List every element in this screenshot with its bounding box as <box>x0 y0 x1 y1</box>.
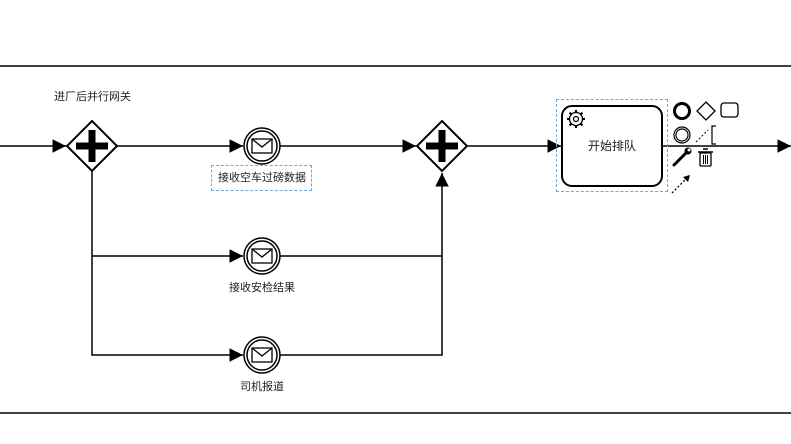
event-driver-report[interactable] <box>243 336 281 374</box>
selection-outline-event-label <box>211 165 312 191</box>
parallel-gateway-icon <box>76 130 108 162</box>
event-label-receive-inspection[interactable]: 接收安检结果 <box>229 281 295 294</box>
gear-icon <box>567 110 585 128</box>
gateway-icon[interactable] <box>696 101 716 121</box>
event-receive-weigh[interactable] <box>243 127 281 165</box>
parallel-gateway-icon <box>426 130 458 162</box>
flow-split-to-driver[interactable] <box>91 256 243 362</box>
event-receive-inspection[interactable] <box>243 237 281 275</box>
selection-outline-task <box>556 99 668 192</box>
event-label-driver-report[interactable]: 司机报道 <box>240 380 284 393</box>
trash-icon[interactable] <box>698 148 713 167</box>
context-pad <box>671 101 739 194</box>
wrench-icon[interactable] <box>672 147 692 167</box>
event-label-receive-weigh[interactable]: 接收空车过磅数据 <box>218 171 306 184</box>
intermediate-event-icon[interactable] <box>673 126 691 144</box>
split-parallel-gateway[interactable] <box>65 119 119 173</box>
envelope-icon <box>251 138 273 154</box>
service-task-start-queue[interactable] <box>561 105 663 187</box>
flow-driver-to-join[interactable] <box>280 256 443 356</box>
end-event-icon[interactable] <box>673 102 691 120</box>
task-label-start-queue: 开始排队 <box>587 139 637 153</box>
sequence-flows <box>0 139 791 362</box>
split-gateway-label: 进厂后并行网关 <box>54 90 131 103</box>
task-icon[interactable] <box>720 102 739 118</box>
connect-arrow-icon[interactable] <box>671 175 690 194</box>
envelope-icon <box>251 347 273 363</box>
join-parallel-gateway[interactable] <box>415 119 469 173</box>
envelope-icon <box>251 248 273 264</box>
text-annotation-icon[interactable] <box>695 125 716 145</box>
